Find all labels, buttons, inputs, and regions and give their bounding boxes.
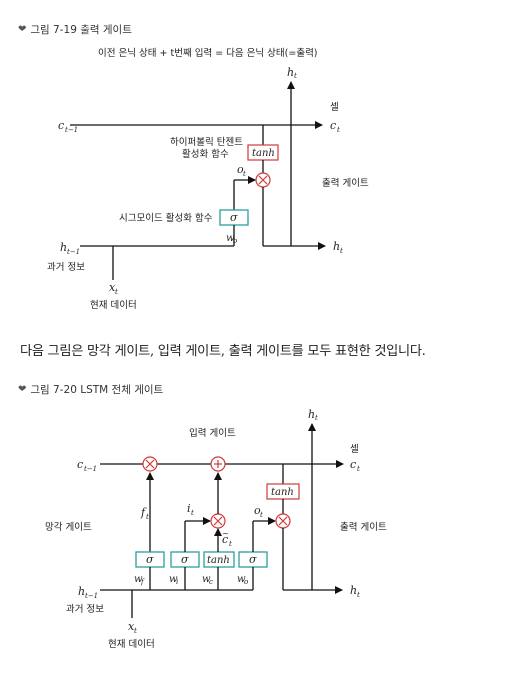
sigmoid-desc: 시그모이드 활성화 함수 xyxy=(119,212,213,224)
svg-text:t: t xyxy=(115,288,118,296)
svg-text:t−1: t−1 xyxy=(84,465,97,473)
svg-text:σ: σ xyxy=(146,553,154,566)
svg-text:i: i xyxy=(176,578,178,586)
svg-text:f: f xyxy=(140,578,145,586)
svg-text:t: t xyxy=(357,591,360,599)
past-info-label: 과거 정보 xyxy=(66,604,104,615)
svg-text:t: t xyxy=(340,247,343,255)
svg-text:t: t xyxy=(294,72,297,80)
svg-text:t: t xyxy=(146,513,149,521)
c-prev-label: c xyxy=(58,119,64,132)
svg-text:tanh: tanh xyxy=(252,148,275,159)
add-icon xyxy=(210,456,226,472)
svg-text:t: t xyxy=(357,465,360,473)
svg-text:t: t xyxy=(315,414,318,422)
svg-text:t: t xyxy=(243,170,246,178)
svg-text:x: x xyxy=(128,620,135,633)
svg-text:w: w xyxy=(202,574,211,585)
multiply-icon xyxy=(142,456,158,472)
svg-text:c: c xyxy=(222,533,228,546)
top-note: 이전 은닉 상태 + t번째 입력 = 다음 은닉 상태(=출력) xyxy=(98,47,318,59)
svg-text:t: t xyxy=(337,126,340,134)
svg-text:h: h xyxy=(308,408,315,421)
candidate-tanh-box xyxy=(203,551,235,568)
body-paragraph: 다음 그림은 망각 게이트, 입력 게이트, 출력 게이트를 모두 표현한 것입… xyxy=(20,344,426,359)
c-t-label: c xyxy=(330,119,336,132)
svg-text:t−1: t−1 xyxy=(65,126,78,134)
multiply-icon xyxy=(210,513,226,529)
svg-text:t−1: t−1 xyxy=(67,248,80,256)
tanh-desc-1: 하이퍼볼릭 탄젠트 xyxy=(170,136,243,148)
svg-text:h: h xyxy=(78,585,85,598)
cell-label: 셀 xyxy=(350,444,359,455)
tanh-desc-2: 활성화 함수 xyxy=(182,148,229,160)
lstm-all-gates-diagram: c t−1 c t 셀 입력 게이트 h t f t σ 망각 게이트 σ i … xyxy=(45,408,387,650)
h-t-top-label: h xyxy=(287,66,294,79)
chevron-down-icon: ❤ xyxy=(18,24,27,35)
forget-gate-label: 망각 게이트 xyxy=(45,521,92,533)
svg-text:c: c xyxy=(77,458,83,471)
multiply-icon xyxy=(255,172,271,188)
svg-text:tanh: tanh xyxy=(271,487,294,498)
input-gate-label: 입력 게이트 xyxy=(189,427,236,439)
svg-text:o: o xyxy=(237,163,244,176)
svg-text:i: i xyxy=(187,502,191,515)
figure-caption-1: ❤ 그림 7-19 출력 게이트 xyxy=(18,22,132,37)
svg-text:w: w xyxy=(237,574,246,585)
svg-text:c: c xyxy=(209,578,213,586)
figure-caption-2: ❤ 그림 7-20 LSTM 전체 게이트 xyxy=(18,382,163,397)
current-data-label: 현재 데이터 xyxy=(108,639,155,650)
svg-text:~: ~ xyxy=(222,529,229,538)
past-info-label: 과거 정보 xyxy=(47,262,85,273)
svg-text:f: f xyxy=(140,506,147,519)
svg-text:w: w xyxy=(134,574,143,585)
svg-text:t−1: t−1 xyxy=(85,592,98,600)
figure-caption-text: 그림 7-20 LSTM 전체 게이트 xyxy=(30,384,164,396)
svg-text:c: c xyxy=(350,458,356,471)
svg-text:σ: σ xyxy=(249,553,257,566)
svg-text:o: o xyxy=(254,504,261,517)
svg-text:h: h xyxy=(350,584,357,597)
chevron-down-icon: ❤ xyxy=(18,384,27,395)
output-gate-label: 출력 게이트 xyxy=(322,177,369,189)
svg-text:w: w xyxy=(169,574,178,585)
svg-text:t: t xyxy=(191,509,194,517)
svg-text:t: t xyxy=(134,627,137,635)
svg-text:σ: σ xyxy=(181,553,189,566)
output-gate-diagram: 이전 은닉 상태 + t번째 입력 = 다음 은닉 상태(=출력) c t−1 … xyxy=(47,47,369,311)
x-t-label: x xyxy=(109,281,116,294)
h-prev-label: h xyxy=(60,241,67,254)
svg-text:o: o xyxy=(244,578,248,586)
multiply-icon xyxy=(275,513,291,529)
cell-label: 셀 xyxy=(330,102,339,113)
svg-text:t: t xyxy=(229,540,232,548)
figure-caption-text: 그림 7-19 출력 게이트 xyxy=(30,24,132,36)
svg-text:o: o xyxy=(233,237,237,245)
svg-text:tanh: tanh xyxy=(207,555,230,566)
svg-text:t: t xyxy=(260,511,263,519)
svg-text:σ: σ xyxy=(230,211,238,224)
h-t-right-label: h xyxy=(333,240,340,253)
svg-text:w: w xyxy=(226,233,235,244)
current-data-label: 현재 데이터 xyxy=(90,300,137,311)
output-gate-label: 출력 게이트 xyxy=(340,521,387,533)
